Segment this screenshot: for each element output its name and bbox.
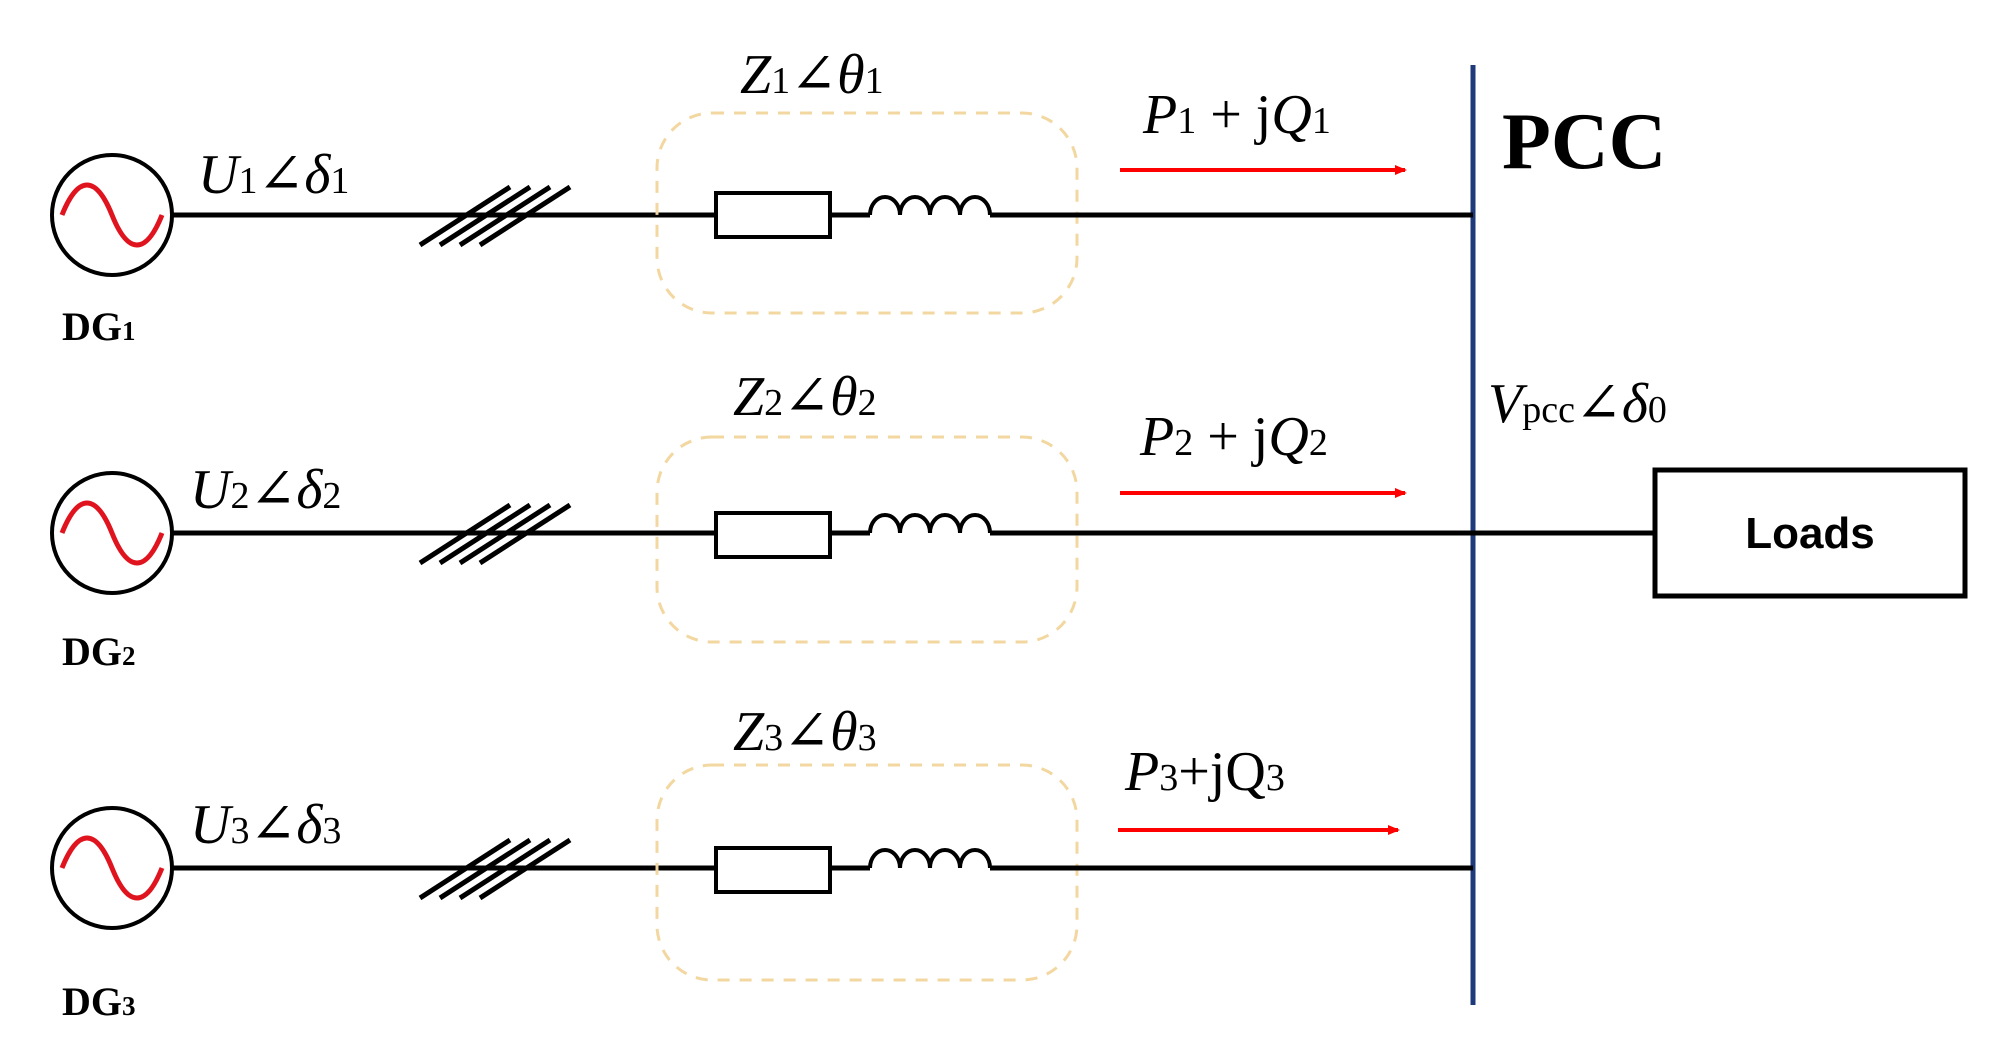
feeder3-power-label: P3+jQ3	[1124, 741, 1285, 803]
feeder2-inductor-icon	[868, 513, 992, 534]
feeder1-three-phase-icon	[418, 184, 572, 248]
pcc-label: PCC	[1502, 98, 1666, 186]
feeder3-impedance-label: Z3∠θ3	[733, 701, 877, 763]
feeder1-impedance-label: Z1∠θ1	[740, 44, 884, 106]
dg2-label: DG2	[62, 629, 136, 674]
loads-label: Loads	[1745, 509, 1875, 558]
feeder2-voltage-label: U2∠δ2	[190, 459, 341, 521]
feeder2-power-label: P2 + jQ2	[1139, 406, 1328, 468]
dg1-sine-icon	[59, 182, 165, 248]
feeder-1: DG1 U1∠δ1 Z1∠θ1 P1 + jQ1	[50, 44, 1473, 349]
feeder-3: DG3 U3∠δ3 Z3∠θ3 P3+jQ3	[50, 701, 1473, 1024]
feeder3-inductor-icon	[868, 848, 992, 869]
dg3-label: DG3	[62, 979, 136, 1024]
feeder2-impedance-box	[655, 435, 1079, 644]
feeder1-inductor-icon	[868, 195, 992, 216]
feeder1-resistor-icon	[714, 191, 832, 239]
dg2-sine-icon	[59, 500, 165, 566]
loads-box	[1652, 467, 1968, 599]
dg1-label: DG1	[62, 304, 136, 349]
dg3-sine-icon	[59, 835, 165, 901]
feeder3-impedance-box	[655, 763, 1079, 982]
feeder3-voltage-label: U3∠δ3	[190, 794, 341, 856]
pcc-voltage-label: Vpcc∠δ0	[1488, 373, 1667, 435]
feeder2-resistor-icon	[714, 511, 832, 559]
feeder-2: DG2 U2∠δ2 Z2∠θ2 P2 + jQ2	[50, 366, 1473, 674]
feeder1-voltage-label: U1∠δ1	[198, 144, 349, 206]
feeder2-three-phase-icon	[418, 502, 572, 566]
feeder3-three-phase-icon	[418, 837, 572, 901]
feeder2-impedance-label: Z2∠θ2	[733, 366, 877, 428]
feeder1-power-label: P1 + jQ1	[1142, 84, 1331, 146]
feeder3-resistor-icon	[714, 846, 832, 894]
